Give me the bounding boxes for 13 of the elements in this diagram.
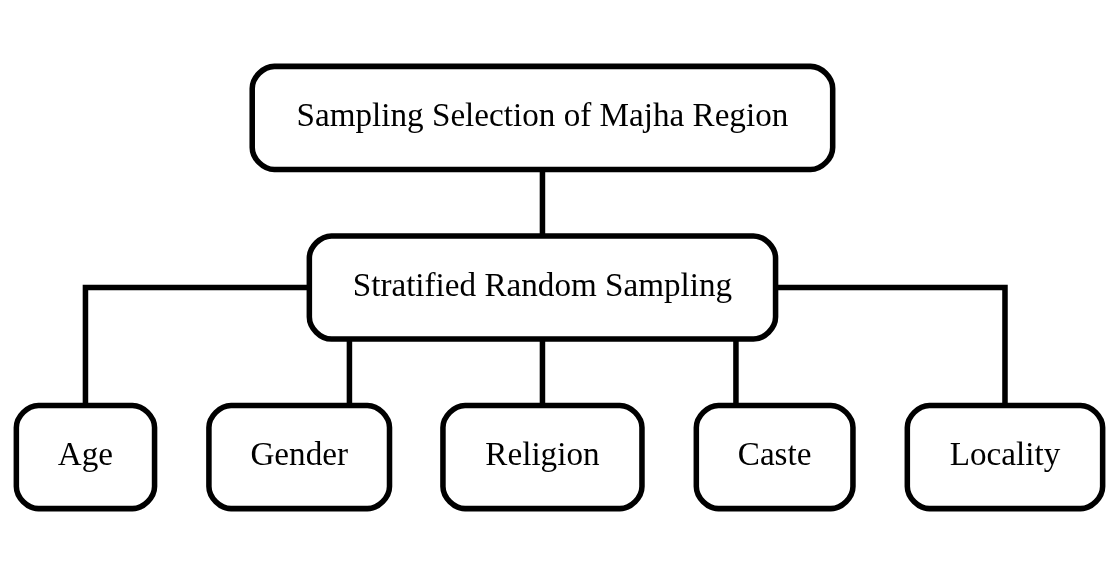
node-box: Stratified Random Sampling [306, 232, 779, 342]
connector [775, 284, 1008, 405]
node-box: Gender [206, 402, 393, 511]
connector [539, 338, 546, 405]
node-box: Religion [440, 402, 645, 511]
connector [539, 169, 546, 235]
connector [733, 338, 739, 405]
node-box: Locality [904, 402, 1106, 511]
node-box: Caste [693, 402, 856, 511]
node-box: Age [13, 402, 158, 511]
connector [346, 338, 353, 405]
node-box: Sampling Selection of Majha Region [249, 63, 836, 172]
connector [82, 284, 310, 405]
